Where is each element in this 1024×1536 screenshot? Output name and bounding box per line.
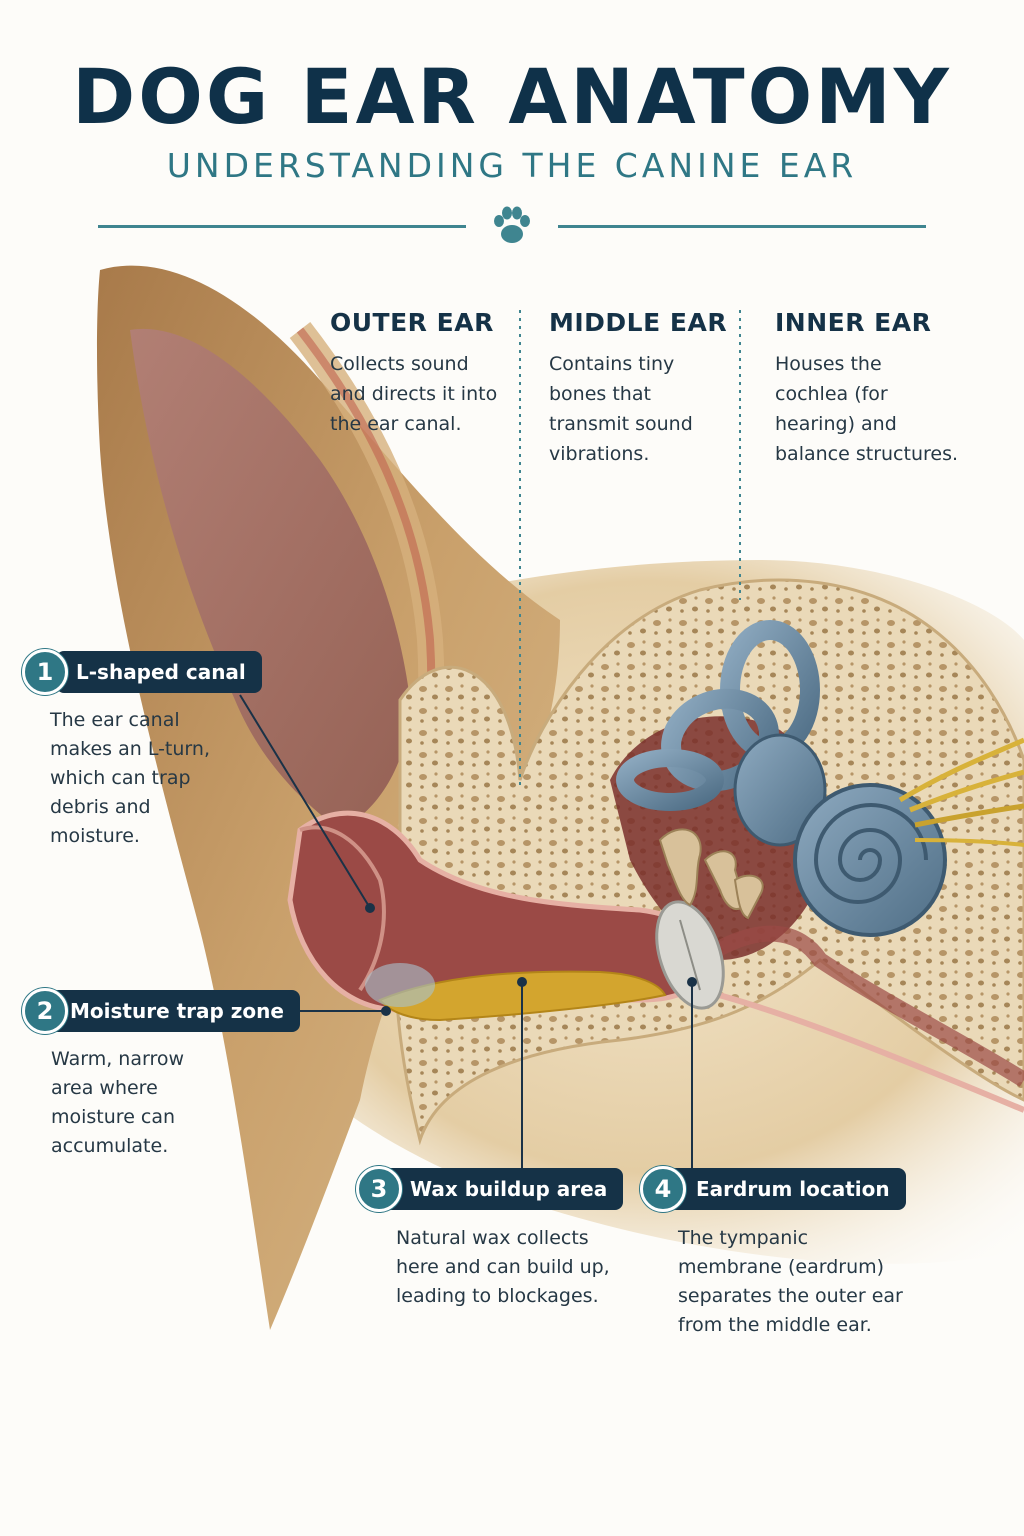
page-title: DOG EAR ANATOMY: [72, 52, 952, 141]
callout-description: The tympanic membrane (eardrum) separate…: [678, 1227, 903, 1336]
paw-print-icon: [494, 206, 530, 243]
callout-number-badge: 2: [22, 988, 68, 1034]
section-text: Collects sound and directs it into the e…: [330, 353, 498, 435]
divider-left: [98, 225, 466, 228]
divider-right: [558, 225, 926, 228]
callout-number-badge: 1: [22, 649, 68, 695]
callout-description: Warm, narrow area where moisture can acc…: [51, 1048, 184, 1157]
callout-eardrum-location: Eardrum location 4: [640, 1166, 906, 1212]
callout-moisture-trap-zone: Moisture trap zone 2: [22, 988, 300, 1034]
callout-label: L-shaped canal: [56, 651, 262, 693]
callout-label: Moisture trap zone: [50, 990, 300, 1032]
callout-l-shaped-canal: L-shaped canal 1: [22, 649, 262, 695]
section-middle-ear: MIDDLE EAR Contains tiny bones that tran…: [549, 308, 749, 469]
section-outer-ear: OUTER EAR Collects sound and directs it …: [330, 308, 530, 439]
section-text: Houses the cochlea (for hearing) and bal…: [775, 353, 959, 465]
section-heading: OUTER EAR: [330, 308, 494, 337]
callout-label: Eardrum location: [662, 1168, 906, 1210]
callout-label: Wax buildup area: [378, 1168, 624, 1210]
callout-wax-buildup-area: Wax buildup area 3: [356, 1166, 624, 1212]
callout-description: Natural wax collects here and can build …: [396, 1227, 610, 1307]
page-subtitle: UNDERSTANDING THE CANINE EAR: [166, 146, 858, 185]
section-heading: MIDDLE EAR: [549, 308, 728, 337]
callout-number-badge: 3: [356, 1166, 402, 1212]
section-inner-ear: INNER EAR Houses the cochlea (for hearin…: [775, 308, 975, 469]
section-heading: INNER EAR: [775, 308, 932, 337]
section-text: Contains tiny bones that transmit sound …: [549, 353, 693, 465]
callout-description: The ear canal makes an L-turn, which can…: [50, 709, 210, 847]
callout-label-text: L-shaped canal: [76, 660, 246, 684]
callout-number-badge: 4: [640, 1166, 686, 1212]
callout-label-text: Eardrum location: [696, 1177, 890, 1201]
callout-label-text: Moisture trap zone: [70, 999, 284, 1023]
callout-label-text: Wax buildup area: [410, 1177, 608, 1201]
